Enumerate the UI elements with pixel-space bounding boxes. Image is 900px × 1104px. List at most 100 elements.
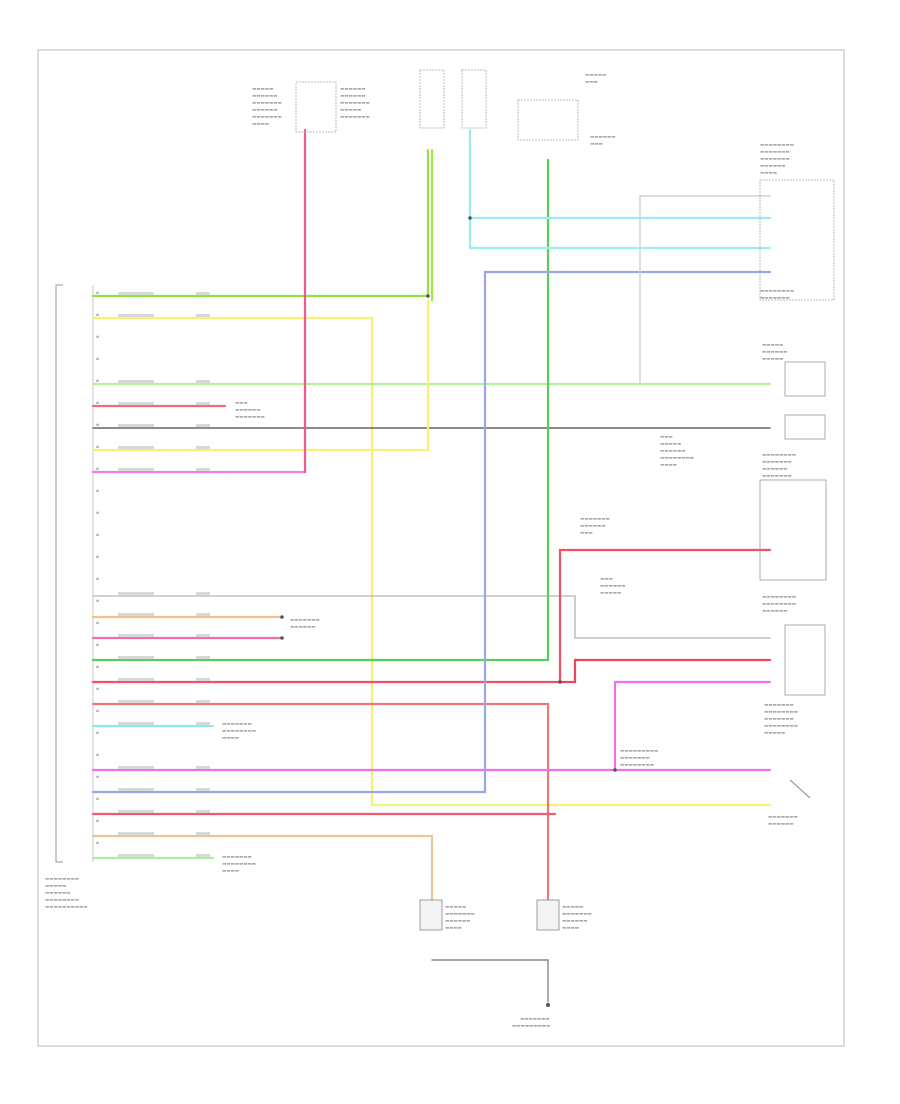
ground-point-bottom: ▬▬▬▬▬▬▬ ▬▬▬▬▬▬▬▬▬ [512,1003,550,1029]
wire-circuit-code-17 [196,832,210,835]
top-switch-component-1: ▬▬▬▬▬ ▬▬▬▬▬▬ ▬▬▬▬▬▬▬ ▬▬▬▬▬▬ ▬▬▬▬▬▬▬ ▬▬▬▬ [252,81,337,133]
wire-circuit-code-15 [196,788,210,791]
wire-color-code-1 [118,314,154,317]
module-pin-22: ▪ [96,753,99,758]
svg-text:▬▬▬▬▬▬▬: ▬▬▬▬▬▬▬ [252,115,282,120]
svg-text:▬▬▬▬▬: ▬▬▬▬▬ [445,905,466,910]
svg-text:▬▬▬▬▬▬▬: ▬▬▬▬▬▬▬ [235,415,265,420]
wire-circuit-code-18 [196,854,210,857]
wire-color-code-7 [118,592,154,595]
wire-20b-red [558,658,772,684]
svg-text:▬▬▬▬▬: ▬▬▬▬▬ [600,591,621,596]
svg-text:▬▬▬▬▬▬: ▬▬▬▬▬▬ [580,524,606,529]
wire-color-code-10 [118,656,154,659]
module-label-line4: ▬▬▬▬▬▬▬▬ [45,898,79,903]
module-pin-13: ▪ [96,555,99,560]
left-rear-height-sensor: ▬▬▬▬▬ ▬▬▬▬▬▬▬ ▬▬▬▬▬▬ ▬▬▬▬ [419,899,475,931]
wire-color-code-3 [118,402,154,405]
svg-text:▬▬▬: ▬▬▬ [590,142,603,147]
wire-circuit-code-6 [196,468,210,471]
wire-circuit-code-1 [196,314,210,317]
wire-27-tan [91,834,434,902]
module-pin-2: ▪ [96,313,99,318]
wire-circuit-code-16 [196,810,210,813]
svg-text:▬▬▬▬▬▬▬: ▬▬▬▬▬▬▬ [252,101,282,106]
svg-text:▬▬▬▬: ▬▬▬▬ [445,926,462,931]
svg-text:▬▬▬▬▬▬▬: ▬▬▬▬▬▬▬ [340,115,370,120]
module-pin-4: ▪ [96,357,99,362]
wire-color-code-13 [118,722,154,725]
svg-text:▬▬▬▬▬▬▬: ▬▬▬▬▬▬▬ [760,296,790,301]
module-pin-15: ▪ [96,599,99,604]
wire-color-code-11 [118,678,154,681]
module-pin-3: ▪ [96,335,99,340]
svg-text:▬▬▬: ▬▬▬ [600,577,613,582]
svg-text:▬▬▬▬▬▬: ▬▬▬▬▬▬ [252,108,278,113]
svg-text:▬▬▬▬▬▬▬▬: ▬▬▬▬▬▬▬▬ [620,763,654,768]
wire-color-code-16 [118,810,154,813]
module-pin-16: ▪ [96,621,99,626]
svg-text:▬▬▬▬▬▬▬▬▬: ▬▬▬▬▬▬▬▬▬ [512,1024,550,1029]
svg-text:▬▬▬▬▬▬▬: ▬▬▬▬▬▬▬ [562,912,592,917]
module-pin-14: ▪ [96,577,99,582]
module-pin-19: ▪ [96,687,99,692]
svg-text:▬▬▬▬: ▬▬▬▬ [222,736,239,741]
svg-text:▬▬▬▬▬▬▬: ▬▬▬▬▬▬▬ [768,815,798,820]
svg-text:▬▬▬▬▬▬: ▬▬▬▬▬▬ [762,467,788,472]
module-pin-17: ▪ [96,643,99,648]
module-pin-10: ▪ [96,489,99,494]
wire-circuit-code-4 [196,424,210,427]
svg-text:▬▬▬▬▬▬: ▬▬▬▬▬▬ [290,625,316,630]
module-label-line2: ▬▬▬▬▬ [45,884,66,889]
svg-text:▬▬▬▬▬: ▬▬▬▬▬ [340,108,361,113]
module-label-line1: ▬▬▬▬▬▬▬▬ [45,877,79,882]
svg-text:▬▬▬▬▬▬▬: ▬▬▬▬▬▬▬ [290,618,320,623]
svg-text:▬▬▬▬▬: ▬▬▬▬▬ [562,905,583,910]
svg-text:▬▬▬▬▬▬: ▬▬▬▬▬▬ [762,350,788,355]
svg-text:▬▬▬▬▬▬▬▬: ▬▬▬▬▬▬▬▬ [764,710,798,715]
svg-text:▬▬▬▬▬: ▬▬▬▬▬ [762,343,783,348]
svg-text:▬▬▬▬▬▬: ▬▬▬▬▬▬ [235,408,261,413]
wire-circuit-code-13 [196,722,210,725]
wire-color-code-14 [118,766,154,769]
svg-text:▬▬▬▬▬: ▬▬▬▬▬ [764,731,785,736]
svg-text:▬▬▬▬▬▬: ▬▬▬▬▬▬ [590,135,616,140]
wire-color-code-6 [118,468,154,471]
module-pin-12: ▪ [96,533,99,538]
wire-circuit-code-5 [196,446,210,449]
ground-block [784,414,826,440]
top-switch-component-2: ▬▬▬▬▬▬ ▬▬▬▬▬▬ ▬▬▬▬▬▬▬ ▬▬▬▬▬ ▬▬▬▬▬▬▬ [340,69,487,129]
svg-text:▬▬▬▬▬: ▬▬▬▬▬ [585,73,606,78]
module-pin-labels: ▪▪▪▪▪▪▪▪▪▪▪▪▪▪▪▪▪▪▪▪▪▪▪▪▪▪ [96,291,99,846]
wire-circuit-code-7 [196,592,210,595]
svg-text:▬▬▬▬▬▬▬: ▬▬▬▬▬▬▬ [762,474,792,479]
wire-16-gray [92,595,771,639]
svg-text:▬▬▬▬▬▬▬: ▬▬▬▬▬▬▬ [760,150,790,155]
instrument-cluster-block: ▬▬▬▬▬▬▬▬ ▬▬▬▬▬▬▬ ▬▬▬▬▬▬ ▬▬▬▬▬▬▬ [759,453,827,581]
svg-text:▬▬▬▬▬▬▬: ▬▬▬▬▬▬▬ [764,717,794,722]
svg-text:▬▬▬▬▬▬: ▬▬▬▬▬▬ [660,449,686,454]
wires [91,128,772,1003]
svg-text:▬▬▬▬▬▬▬: ▬▬▬▬▬▬▬ [620,756,650,761]
module-pin-23: ▪ [96,775,99,780]
module-pin-6: ▪ [96,401,99,406]
wire-cyan-top-1 [468,128,772,250]
wire-circuit-code-11 [196,678,210,681]
top-relay-component: ▬▬▬▬▬ ▬▬▬ ▬▬▬▬▬▬ ▬▬▬ [517,73,616,147]
top-switch-1-label: ▬▬▬▬▬ [252,87,273,92]
svg-text:▬▬▬▬▬▬▬: ▬▬▬▬▬▬▬ [222,722,252,727]
svg-text:▬▬▬▬▬▬▬▬: ▬▬▬▬▬▬▬▬ [660,456,694,461]
svg-text:▬▬▬▬: ▬▬▬▬ [222,869,239,874]
svg-text:▬▬▬▬: ▬▬▬▬ [252,122,269,127]
right-rear-height-sensor: ▬▬▬▬▬ ▬▬▬▬▬▬▬ ▬▬▬▬▬▬ ▬▬▬▬ [536,899,592,931]
suspension-control-module: ▬▬▬▬▬▬▬▬ ▬▬▬▬▬ ▬▬▬▬▬▬ ▬▬▬▬▬▬▬▬ ▬▬▬▬▬▬▬▬▬… [45,284,94,910]
wire-color-code-9 [118,634,154,637]
svg-text:▬▬▬▬▬▬▬: ▬▬▬▬▬▬▬ [760,157,790,162]
svg-text:▬▬▬▬▬▬: ▬▬▬▬▬▬ [762,609,788,614]
wire-9-yellow [91,298,430,452]
svg-text:▬▬▬▬▬▬▬▬: ▬▬▬▬▬▬▬▬ [760,289,794,294]
wire-sensor-ground [431,959,549,1003]
svg-text:▬▬▬▬▬: ▬▬▬▬▬ [762,357,783,362]
